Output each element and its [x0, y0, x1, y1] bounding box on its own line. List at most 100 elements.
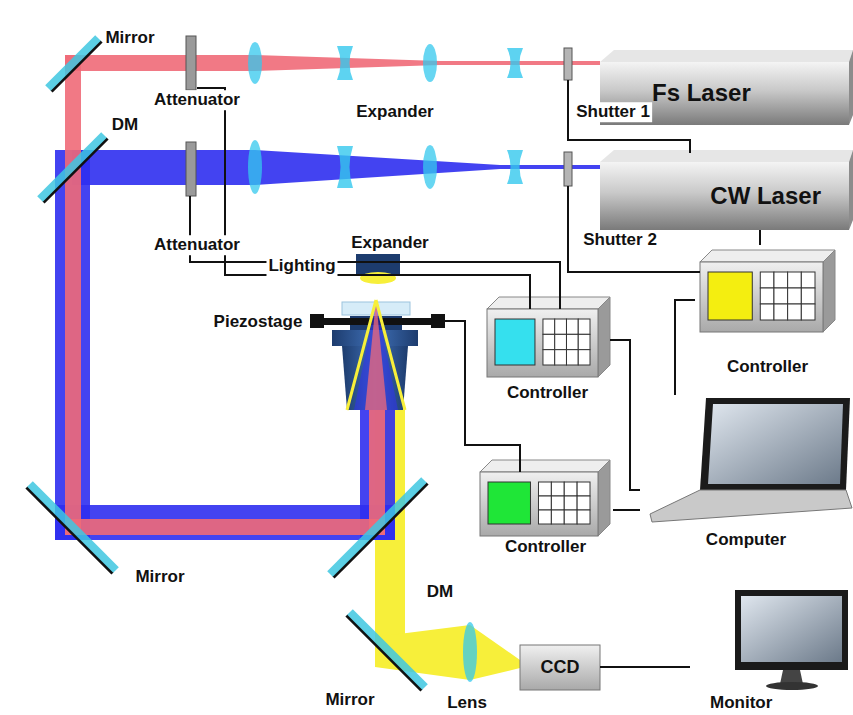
part-label: Attenuator	[152, 235, 242, 255]
controller-box	[480, 460, 610, 472]
controller-key	[555, 334, 567, 349]
controller-key	[551, 496, 564, 510]
part-label: DM	[425, 582, 455, 602]
part-label: Mirror	[323, 690, 376, 710]
controller-key	[774, 304, 788, 320]
concave-lens	[337, 146, 353, 188]
monitor-stand	[780, 670, 803, 684]
imaging-cone	[347, 300, 405, 410]
controller-key	[774, 272, 788, 288]
laser-housing	[600, 162, 849, 230]
concave-lens	[507, 48, 523, 78]
laser-box: CW Laser	[600, 162, 849, 230]
node-label: Monitor	[710, 694, 772, 713]
cable	[759, 230, 761, 245]
controller-key	[551, 482, 564, 496]
control-wire	[568, 186, 700, 272]
controller-key	[801, 272, 815, 288]
shutter-plate	[564, 48, 572, 80]
controller-box	[598, 297, 610, 377]
ccd-camera	[520, 645, 600, 690]
attenuator-plate	[186, 142, 196, 196]
dichroic-mirror	[44, 139, 108, 203]
laptop-base	[650, 490, 852, 522]
controller-key	[760, 272, 774, 288]
dichroic-mirror	[330, 480, 424, 574]
laser-housing	[849, 150, 853, 230]
controller: Controller	[695, 245, 840, 377]
part-label: Mirror	[103, 28, 156, 48]
controller-key	[774, 288, 788, 304]
controller-box	[480, 472, 598, 536]
lighting-lamp	[360, 272, 396, 284]
part-label: Lighting	[266, 256, 337, 276]
controller-screen	[495, 319, 535, 365]
controller-key	[577, 510, 590, 524]
mirror	[26, 488, 112, 574]
convex-lens	[423, 44, 437, 82]
controller-key	[538, 510, 551, 524]
node-label: Controller	[727, 358, 808, 377]
node-label: Controller	[507, 384, 588, 403]
convex-lens	[463, 622, 477, 682]
controller-key	[577, 496, 590, 510]
controller-key	[555, 319, 567, 334]
dichroic-mirror	[40, 135, 104, 199]
controller-key	[578, 350, 590, 365]
controller-key	[566, 350, 578, 365]
convex-lens	[248, 140, 262, 194]
mirror	[350, 612, 425, 687]
fs-beam	[65, 55, 255, 71]
controller-key	[551, 510, 564, 524]
piezostage-clamp	[310, 314, 324, 328]
controller-key	[564, 510, 577, 524]
part-label: Mirror	[133, 567, 186, 587]
controller-key	[564, 482, 577, 496]
concave-lens	[507, 150, 523, 184]
part-label: Attenuator	[152, 90, 242, 110]
controller-key	[543, 319, 555, 334]
controller-key	[788, 304, 802, 320]
controller-screen	[708, 272, 752, 320]
controller-key	[543, 350, 555, 365]
fs-beam	[65, 55, 81, 535]
cable	[610, 340, 640, 490]
monitor-screen	[735, 590, 848, 670]
node-label: CCD	[541, 658, 580, 678]
controller-screen	[488, 482, 530, 524]
laser-housing	[600, 150, 853, 162]
controller-key	[577, 482, 590, 496]
node-label: Computer	[706, 531, 786, 550]
controller-key	[801, 288, 815, 304]
controller-box	[487, 309, 598, 377]
controller-key	[801, 304, 815, 320]
part-label: DM	[110, 115, 140, 135]
controller: Controller	[478, 455, 613, 557]
controller-box	[487, 297, 610, 309]
node-label: Controller	[505, 538, 586, 557]
laptop-screen	[700, 398, 850, 490]
concave-lens	[337, 46, 353, 80]
cw-beam	[55, 505, 395, 540]
controller-box	[823, 250, 835, 332]
laser-housing	[600, 50, 853, 62]
part-label: Lens	[445, 693, 489, 713]
part-label: Shutter 2	[581, 230, 659, 250]
attenuator-plate	[186, 36, 196, 90]
cable	[600, 666, 690, 668]
mirror	[30, 484, 116, 570]
fs-beam	[65, 519, 385, 535]
controller-key	[538, 482, 551, 496]
controller-key	[788, 288, 802, 304]
ccd-box: CCD	[520, 645, 600, 690]
node-label: CW Laser	[710, 183, 821, 209]
convex-lens	[423, 145, 437, 189]
laptop-screen	[708, 404, 843, 484]
controller-key	[760, 288, 774, 304]
controller-key	[578, 334, 590, 349]
control-wire	[197, 88, 530, 309]
node-label: Fs Laser	[652, 80, 751, 106]
part-label: Shutter 1	[574, 102, 652, 122]
controller-key	[543, 334, 555, 349]
controller-key	[578, 319, 590, 334]
